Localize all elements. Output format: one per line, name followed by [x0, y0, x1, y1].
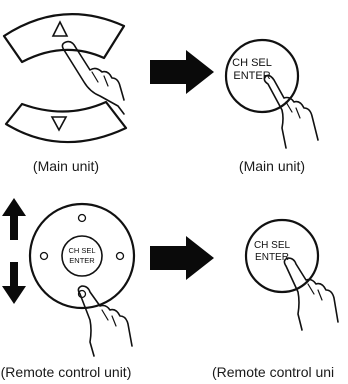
pointing-hand-icon [283, 257, 339, 331]
pointing-hand-icon [61, 40, 125, 115]
button-label-line1: CH SEL [254, 240, 291, 251]
pad-left-dot [39, 251, 49, 261]
up-key [2, 13, 126, 64]
caption-bottom-right: (Remote control uni [212, 364, 334, 380]
button-label-line1: CH SEL [232, 57, 272, 69]
pointing-hand-icon [77, 285, 133, 357]
up-triangle-icon [51, 20, 69, 37]
pointing-hand-icon [263, 74, 319, 149]
pad-center-button [61, 235, 103, 277]
main-unit-ch-sel-enter-button: CH SEL ENTER [224, 38, 319, 149]
pad-label-line1: CH SEL [68, 246, 95, 255]
remote-control-pad: CH SEL ENTER [28, 202, 136, 357]
pad-up-dot [77, 213, 87, 223]
up-down-arrow-icon [2, 198, 26, 304]
right-arrow-icon [150, 236, 214, 280]
remote-ch-sel-enter-button: CH SEL ENTER [244, 218, 339, 331]
pad-right-dot [115, 251, 125, 261]
down-triangle-icon [50, 116, 68, 132]
down-key [4, 100, 128, 144]
caption-bottom-left: (Remote control unit) [1, 364, 132, 380]
main-unit-channel-keys [2, 13, 128, 144]
button-label-line2: ENTER [255, 252, 289, 263]
pad-label-line2: ENTER [69, 256, 95, 265]
right-arrow-icon [150, 50, 214, 94]
caption-top-right: (Main unit) [239, 158, 305, 174]
caption-top-left: (Main unit) [33, 158, 99, 174]
button-label-line2: ENTER [233, 70, 270, 82]
